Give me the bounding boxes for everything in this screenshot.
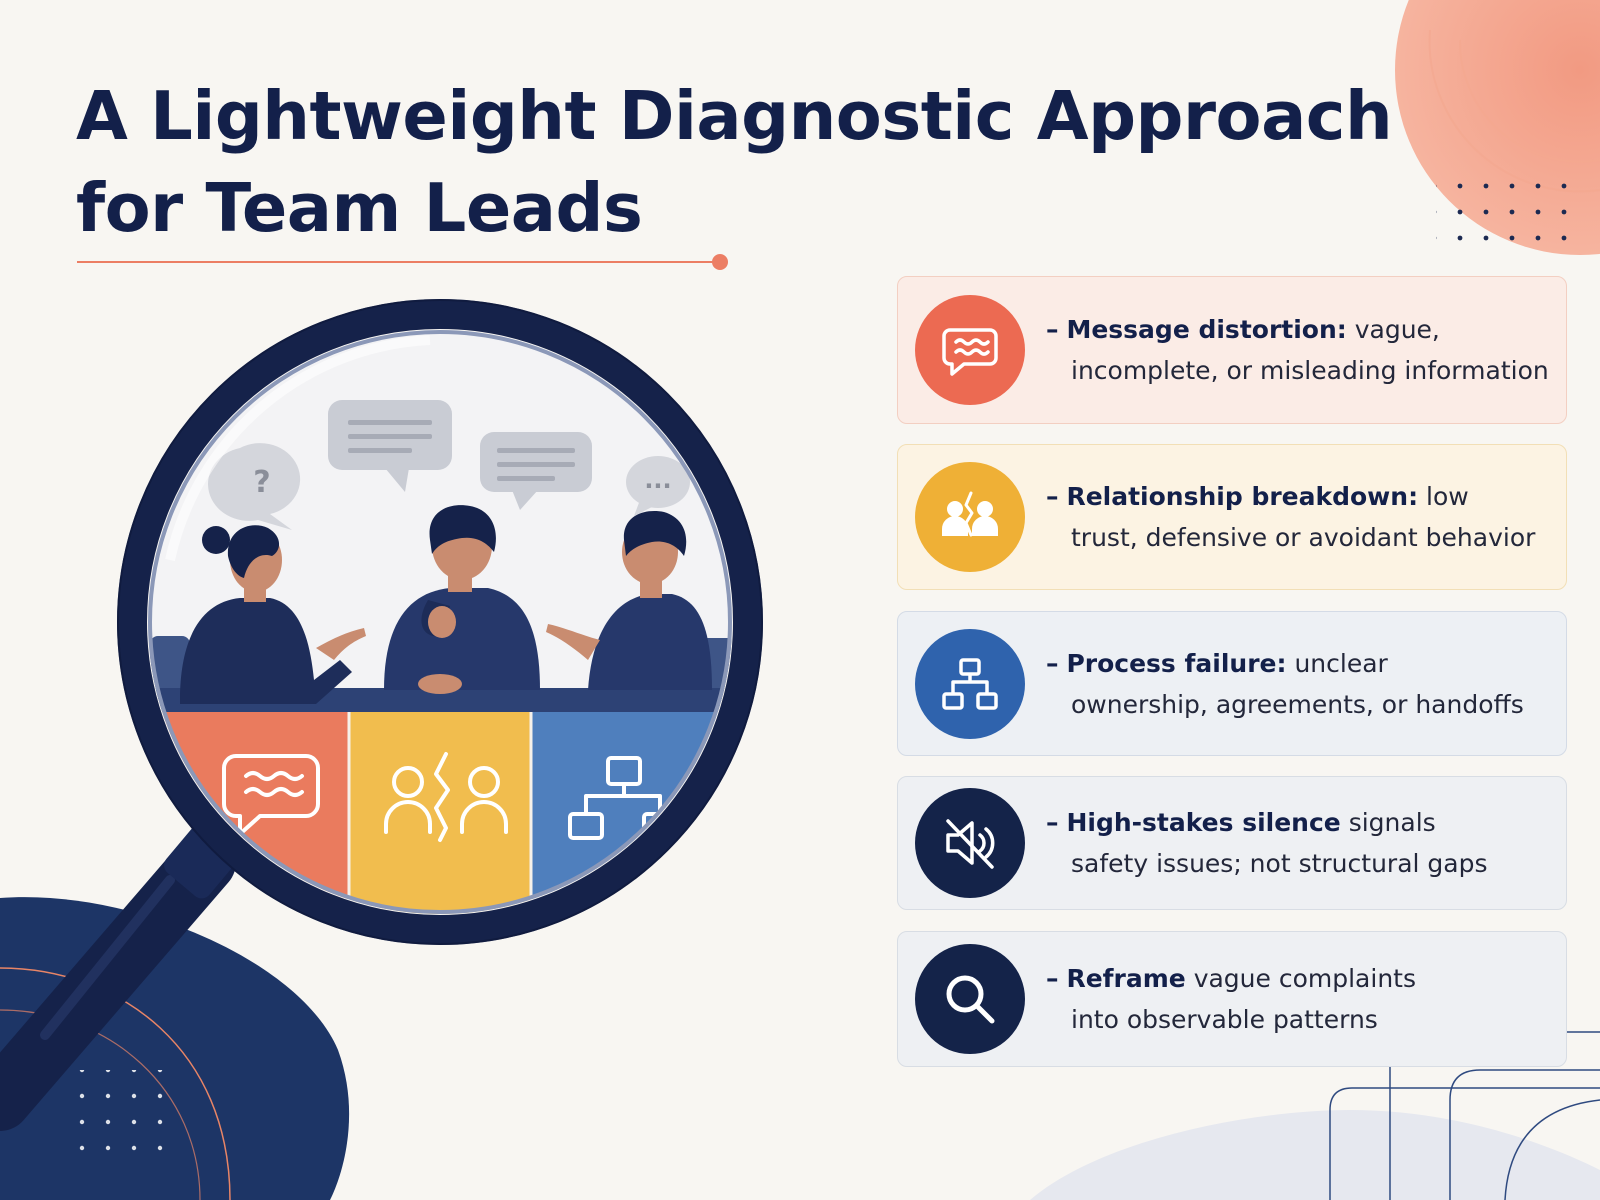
muted-speaker-icon	[946, 819, 995, 869]
person-man-right	[546, 511, 712, 690]
person-man-center	[384, 505, 540, 694]
card-dash: –	[1046, 808, 1059, 837]
card-rest: vague,	[1346, 315, 1440, 344]
card-dash: –	[1046, 964, 1059, 993]
bubble-ellipsis: ...	[644, 466, 671, 494]
page-title: A Lightweight Diagnostic Approach for Te…	[76, 70, 1393, 254]
card-icon-badge	[915, 295, 1025, 405]
card-reframe: – Reframe vague complaints into observab…	[897, 931, 1567, 1067]
bubble-question-mark: ?	[253, 465, 270, 500]
card-message-distortion: – Message distortion: vague, incomplete,…	[897, 276, 1567, 424]
card-line-2: trust, defensive or avoidant behavior	[1071, 523, 1536, 552]
card-icon-badge	[915, 462, 1025, 572]
card-lead: Relationship breakdown:	[1066, 482, 1419, 511]
page-title-line-1: A Lightweight Diagnostic Approach	[76, 77, 1393, 155]
card-line-2: safety issues; not structural gaps	[1071, 849, 1488, 878]
title-underline	[77, 261, 717, 263]
card-relationship-breakdown: – Relationship breakdown: low trust, def…	[897, 444, 1567, 590]
card-icon-badge	[915, 944, 1025, 1054]
tile-wavy-speech-bubble-icon	[222, 754, 320, 836]
person-woman	[180, 525, 366, 704]
wavy-speech-bubble-icon	[942, 328, 998, 376]
card-rest: vague complaints	[1185, 964, 1416, 993]
card-line-2: ownership, agreements, or handoffs	[1071, 689, 1524, 719]
card-dash: –	[1046, 315, 1059, 344]
card-process-failure: – Process failure: unclear ownership, ag…	[897, 611, 1567, 756]
card-rest: unclear	[1286, 648, 1388, 678]
card-dash: –	[1046, 482, 1059, 511]
card-text: – Relationship breakdown: low trust, def…	[1046, 476, 1551, 558]
page-title-line-2: for Team Leads	[76, 169, 643, 247]
card-icon-badge	[915, 788, 1025, 898]
title-underline-dot	[712, 254, 728, 270]
magnifier-icon	[946, 975, 995, 1024]
tile-split-people-icon	[384, 752, 508, 842]
card-rest: low	[1418, 482, 1469, 511]
card-text: – Message distortion: vague, incomplete,…	[1046, 309, 1551, 391]
hierarchy-icon	[942, 657, 998, 710]
card-dash: –	[1046, 648, 1059, 678]
card-line-2: incomplete, or misleading information	[1071, 356, 1549, 385]
dot-grid-top-right	[1436, 172, 1576, 252]
card-lead: Message distortion:	[1066, 315, 1347, 344]
card-lead: Process failure:	[1066, 648, 1287, 678]
card-line-2: into observable patterns	[1071, 1005, 1378, 1034]
magnifier-rim	[117, 299, 763, 945]
split-people-icon	[942, 491, 998, 537]
card-rest: signals	[1340, 808, 1436, 837]
speech-bubbles	[208, 400, 690, 530]
card-lead: Reframe	[1066, 964, 1186, 993]
card-icon-badge	[915, 628, 1025, 739]
card-lead: High-stakes silence	[1066, 808, 1341, 837]
card-high-stakes-silence: – High-stakes silence signals safety iss…	[897, 776, 1567, 910]
card-text: – High-stakes silence signals safety iss…	[1046, 802, 1551, 884]
card-text: – Process failure: unclear ownership, ag…	[1046, 643, 1551, 725]
card-text: – Reframe vague complaints into observab…	[1046, 958, 1551, 1040]
